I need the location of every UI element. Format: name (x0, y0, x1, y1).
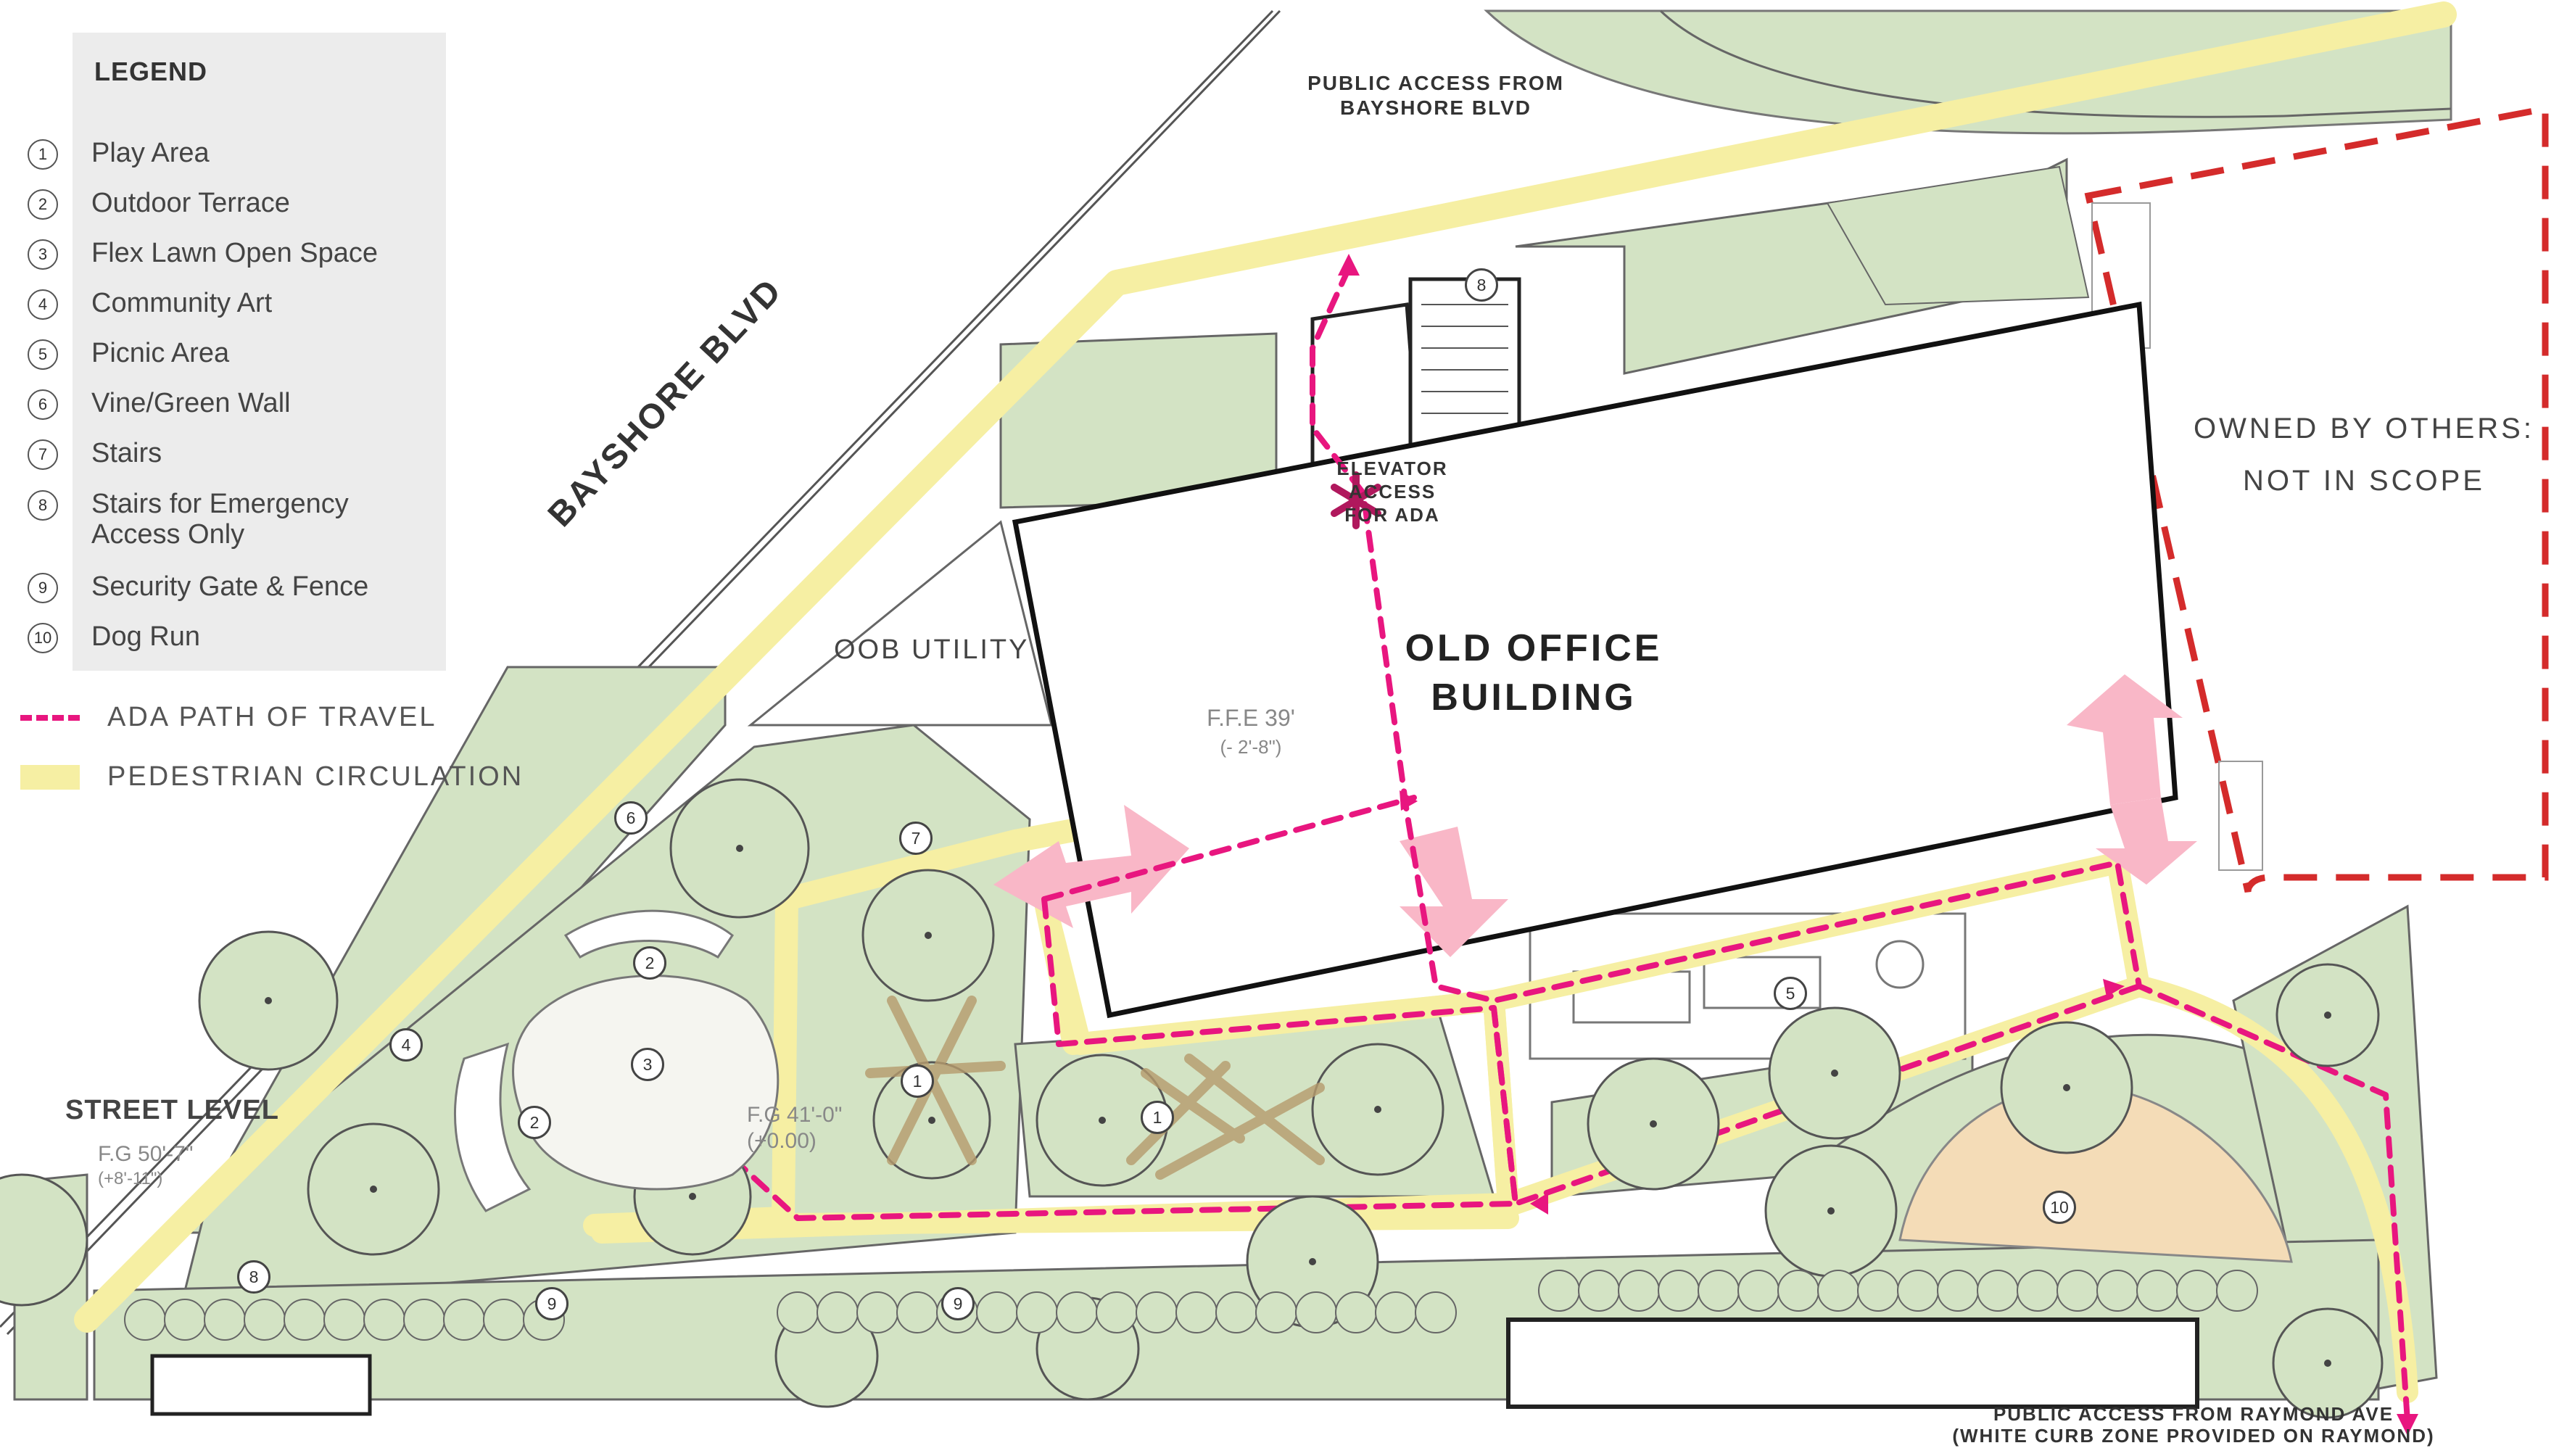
public-access-bottom-label: PUBLIC ACCESS FROM RAYMOND AVE (WHITE CU… (1885, 1403, 2502, 1447)
public-access-bottom-line-1: PUBLIC ACCESS FROM RAYMOND AVE (1993, 1403, 2394, 1425)
legend-number: 2 (28, 189, 58, 220)
public-access-top-line-2: BAYSHORE BLVD (1339, 96, 1532, 119)
south-building (1506, 1318, 2199, 1409)
legend-label: Stairs for Emergency Access Only (91, 489, 349, 550)
legend-label: Play Area (91, 138, 210, 168)
not-in-scope-stair-2 (2218, 761, 2263, 871)
street-level-label: STREET LEVEL (65, 1095, 279, 1125)
legend-item-flex-lawn: 3 Flex Lawn Open Space (28, 238, 425, 270)
public-access-top-label: PUBLIC ACCESS FROM BAYSHORE BLVD (1269, 71, 1603, 120)
elevator-asterisk-icon (1331, 471, 1381, 529)
legend-number: 5 (28, 339, 58, 370)
outdoor-terrace-2 (454, 1042, 532, 1212)
tree-centers (265, 845, 2331, 1367)
public-access-bottom-line-2: (WHITE CURB ZONE PROVIDED ON RAYMOND) (1952, 1425, 2435, 1447)
ada-path-label: ADA PATH OF TRAVEL (107, 702, 437, 732)
outdoor-terrace (563, 909, 735, 959)
legend-label: Community Art (91, 288, 273, 318)
pedestrian-swatch (20, 764, 80, 790)
picnic-table-2 (1703, 956, 1822, 1009)
picnic-table-round (1875, 940, 1925, 989)
legend-number: 9 (28, 573, 58, 603)
legend-item-green-wall: 6 Vine/Green Wall (28, 388, 425, 420)
legend-label: Security Gate & Fence (91, 571, 369, 602)
legend-label: Vine/Green Wall (91, 388, 291, 418)
legend-number: 7 (28, 439, 58, 470)
public-access-top-line-1: PUBLIC ACCESS FROM (1307, 72, 1564, 94)
callout-stairs: 7 (899, 822, 933, 855)
oob-utility-label: OOB UTILITY (834, 634, 1030, 665)
flex-lawn (512, 975, 780, 1191)
callout-security-gate: 9 (535, 1287, 569, 1320)
legend-number: 4 (28, 289, 58, 320)
legend-label: Picnic Area (91, 338, 230, 368)
callout-outdoor-terrace-2: 2 (518, 1106, 551, 1139)
fg41-label-line-2: (+0.00) (747, 1129, 817, 1153)
callout-security-gate-2: 9 (941, 1287, 975, 1320)
legend-item-emergency-stairs: 8 Stairs for Emergency Access Only (28, 489, 396, 550)
legend-number: 10 (28, 623, 58, 653)
legend-label: Flex Lawn Open Space (91, 238, 379, 268)
building-label: OLD OFFICE BUILDING (1371, 624, 1697, 722)
legend-label: Dog Run (91, 621, 200, 652)
legend-title: LEGEND (94, 57, 208, 86)
elevator-label-line-2: ACCESS (1348, 481, 1437, 502)
legend-panel (73, 33, 446, 671)
fg50-label-line-1: F.G 50'-7" (98, 1142, 194, 1166)
callout-flex-lawn: 3 (631, 1048, 664, 1081)
callout-play-area-2: 1 (1141, 1101, 1174, 1134)
callout-green-wall: 6 (614, 801, 648, 835)
callout-picnic-area: 5 (1774, 977, 1807, 1010)
legend-item-play-area: 1 Play Area (28, 138, 425, 170)
old-office-building (1012, 301, 2178, 1019)
building-label-line-2: BUILDING (1431, 677, 1637, 719)
legend-number: 3 (28, 239, 58, 270)
legend-label: Stairs (91, 438, 162, 468)
legend-number: 8 (28, 490, 58, 521)
hedge-row (124, 1270, 2258, 1341)
legend-number: 1 (28, 139, 58, 170)
legend-item-dog-run: 10 Dog Run (28, 621, 425, 653)
not-in-scope-label: OWNED BY OTHERS: NOT IN SCOPE (2175, 402, 2552, 507)
southwest-building (150, 1354, 372, 1416)
legend-item-community-art: 4 Community Art (28, 288, 425, 320)
legend-item-outdoor-terrace: 2 Outdoor Terrace (28, 188, 425, 220)
callout-emergency-stairs: 8 (1465, 268, 1498, 302)
not-in-scope-line-2: NOT IN SCOPE (2243, 465, 2485, 497)
legend-item-picnic-area: 5 Picnic Area (28, 338, 425, 370)
legend-number: 6 (28, 389, 58, 420)
callout-outdoor-terrace: 2 (633, 946, 666, 980)
fg41-label-line-1: F.G 41'-0" (747, 1103, 843, 1127)
legend-key-pedestrian: PEDESTRIAN CIRCULATION (20, 761, 524, 793)
fg41-label: F.G 41'-0" (+0.00) (747, 1102, 877, 1154)
legend-label: Outdoor Terrace (91, 188, 290, 218)
legend-item-stairs: 7 Stairs (28, 438, 425, 470)
not-in-scope-line-1: OWNED BY OTHERS: (2194, 413, 2534, 444)
lawn-northeast-corner (1826, 165, 2090, 306)
ada-path-swatch (20, 714, 80, 721)
callout-dog-run: 10 (2043, 1191, 2076, 1224)
stair-treads (1421, 304, 1508, 414)
elevator-label: ELEVATOR ACCESS FOR ADA (1334, 457, 1450, 526)
elevator-label-line-1: ELEVATOR (1336, 458, 1448, 479)
ffe-label: F.F.E 39' (- 2'-8") (1160, 703, 1342, 761)
pedestrian-label: PEDESTRIAN CIRCULATION (107, 761, 524, 792)
top-lawn (1484, 9, 2452, 135)
ada-path (700, 265, 2410, 1424)
legend-key-ada-path: ADA PATH OF TRAVEL (20, 702, 437, 733)
legend-item-security-gate: 9 Security Gate & Fence (28, 571, 425, 603)
fg50-label: F.G 50'-7" (+8'-11") (98, 1142, 257, 1191)
elevator-label-line-3: FOR ADA (1344, 504, 1440, 526)
callout-emergency-stairs-2: 8 (237, 1260, 270, 1294)
road-curve (1659, 9, 2452, 118)
ffe-label-line-2: (- 2'-8") (1220, 736, 1282, 758)
building-label-line-1: OLD OFFICE (1405, 627, 1663, 669)
fg50-label-line-2: (+8'-11") (98, 1169, 163, 1188)
not-in-scope-boundary (2084, 104, 2549, 893)
callout-community-art: 4 (389, 1028, 423, 1062)
ffe-label-line-1: F.F.E 39' (1207, 705, 1295, 731)
callout-play-area: 1 (901, 1064, 934, 1098)
oob-utility (747, 520, 1053, 727)
